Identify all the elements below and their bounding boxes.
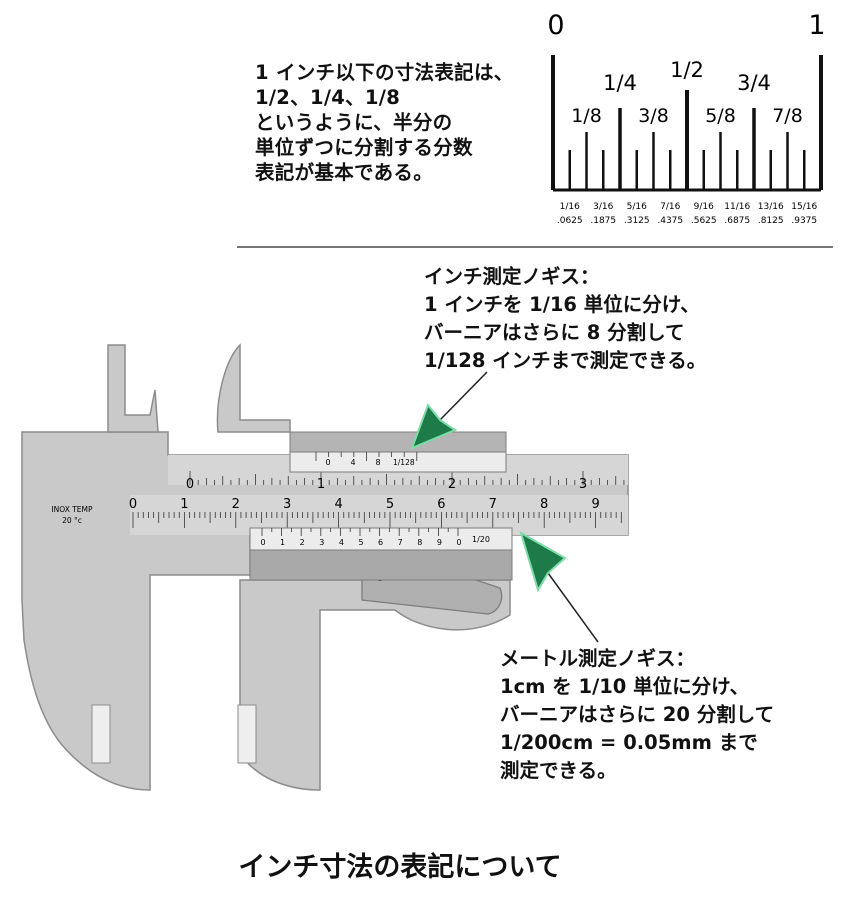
ruler-zero-label: 0 [547, 10, 564, 41]
metric-vernier-scale [249, 527, 513, 551]
inch-pointer-arrow-icon [410, 402, 458, 450]
metric-caliper-note: メートル測定ノギス： 1cm を 1/10 単位に分け、 バーニアはさらに 20… [500, 647, 775, 782]
inch-scale-labels: 0 1 2 3 [186, 477, 587, 492]
metric-scale-ticks [132, 512, 622, 528]
metric-scale-number: 9 [591, 497, 599, 512]
metric-scale-number: 0 [129, 497, 137, 512]
label-eighth: 5/8 [705, 105, 736, 127]
inch-fraction-ruler: 0 1 1/2 1/4 3/4 1/8 3/8 5/8 7/8 1/16 3/16 5/16 7/1… [547, 10, 825, 226]
metric-vernier-number: 5 [358, 538, 363, 547]
label-decimal: .1875 [590, 216, 616, 226]
fixed-jaw-slot [91, 704, 111, 764]
label-decimal: .0625 [557, 216, 583, 226]
inch-scale-number: 0 [186, 477, 194, 492]
metric-scale-number: 5 [386, 497, 394, 512]
metric-vernier-number: 4 [339, 538, 344, 547]
sliding-outside-jaw [239, 579, 511, 791]
figure-caption: インチ寸法の表記について [238, 852, 562, 883]
label-sixteenth: 13/16 [758, 202, 784, 212]
metric-scale-number: 3 [283, 497, 291, 512]
metric-vernier-number: 3 [319, 538, 324, 547]
inch-vernier-scale [289, 451, 507, 473]
vernier-caliper: 0 1 2 3 0 1 2 3 4 5 6 7 8 9 0 4 8 1/128 0 1 2 3 4 5 6 7 8 9 0 1/… [21, 343, 629, 791]
metric-vernier-number: 2 [300, 538, 305, 547]
sliding-inside-jaw [216, 343, 291, 433]
metric-vernier-number: 8 [417, 538, 422, 547]
label-decimal: .6875 [724, 216, 750, 226]
inch-scale-number: 3 [579, 477, 587, 492]
inch-vernier-number: 0 [325, 458, 330, 467]
inch-scale-ticks [189, 471, 625, 485]
metric-vernier-number: 1 [280, 538, 285, 547]
label-eighth: 1/8 [571, 105, 602, 127]
label-sixteenth: 1/16 [560, 202, 580, 212]
metric-vernier-number: 0 [456, 538, 461, 547]
label-quarter: 1/4 [603, 71, 637, 95]
metric-vernier-number: 0 [260, 538, 265, 547]
label-sixteenth: 3/16 [593, 202, 613, 212]
inch-vernier-unit: 1/128 [393, 458, 415, 467]
inch-scale-number: 1 [317, 477, 325, 492]
metric-scale-number: 4 [334, 497, 342, 512]
metric-scale-number: 6 [437, 497, 445, 512]
inch-vernier-number: 8 [375, 458, 380, 467]
label-decimal: .9375 [791, 216, 817, 226]
metric-pointer-line [547, 572, 599, 643]
slider-frame [249, 547, 513, 581]
section-divider [237, 246, 833, 248]
ruler-ticks [551, 55, 823, 192]
label-decimal: .5625 [691, 216, 717, 226]
inch-vernier-labels: 0 4 8 [325, 458, 380, 467]
metric-vernier-ticks [261, 528, 459, 536]
metric-pointer-arrow-icon [519, 530, 567, 593]
ruler-one-label: 1 [808, 10, 825, 41]
label-decimal: .8125 [758, 216, 784, 226]
inch-caliper-note: インチ測定ノギス： 1 インチを 1/16 単位に分け、 バーニアはさらに 8 … [424, 265, 707, 372]
metric-scale-number: 1 [180, 497, 188, 512]
fixed-inside-jaw [107, 344, 159, 433]
sliding-jaw-slot [237, 704, 257, 764]
label-sixteenth: 11/16 [724, 202, 750, 212]
inch-vernier-number: 4 [350, 458, 355, 467]
label-sixteenth: 7/16 [660, 202, 680, 212]
inch-scale-number: 2 [448, 477, 456, 492]
intro-text: 1 インチ以下の寸法表記は、 1/2、1/4、1/8 というように、半分の 単位… [255, 61, 514, 184]
label-eighth: 7/8 [772, 105, 803, 127]
stamp-line-2: 20 °c [62, 516, 82, 525]
metric-vernier-unit: 1/20 [472, 535, 490, 544]
stamp-line-1: INOX TEMP [51, 505, 93, 514]
metric-vernier-labels: 0 1 2 3 4 5 6 7 8 9 0 [260, 538, 461, 547]
label-decimal: .3125 [624, 216, 650, 226]
ruler-fraction-labels: 1/2 1/4 3/4 1/8 3/8 5/8 7/8 1/16 3/16 5/16 7/16 9/1… [557, 58, 818, 226]
label-decimal: .4375 [657, 216, 683, 226]
label-sixteenth: 9/16 [694, 202, 714, 212]
metric-scale-number: 2 [232, 497, 240, 512]
metric-scale-labels: 0 1 2 3 4 5 6 7 8 9 [129, 497, 600, 512]
metric-vernier-number: 7 [398, 538, 403, 547]
inch-vernier-ticks [315, 452, 418, 461]
label-sixteenth: 5/16 [627, 202, 647, 212]
label-quarter: 3/4 [737, 71, 771, 95]
inch-pointer-line [439, 371, 488, 421]
metric-scale-number: 8 [540, 497, 548, 512]
label-half: 1/2 [670, 58, 704, 82]
label-eighth: 3/8 [638, 105, 669, 127]
metric-scale-number: 7 [489, 497, 497, 512]
label-sixteenth: 15/16 [791, 202, 817, 212]
metric-vernier-number: 9 [437, 538, 442, 547]
metric-vernier-number: 6 [378, 538, 383, 547]
